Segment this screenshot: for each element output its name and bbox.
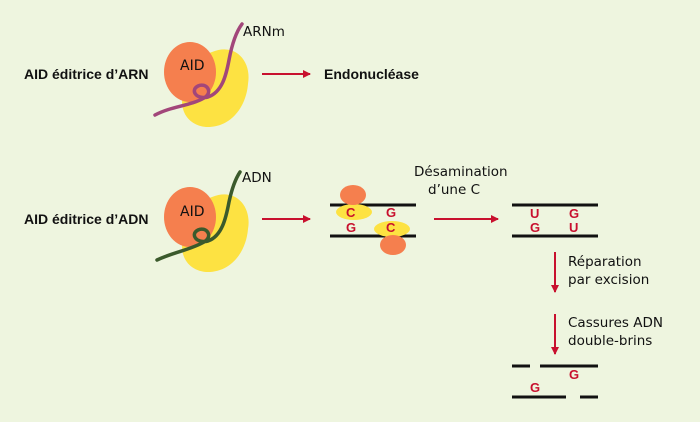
breaks-line2: double-brins <box>568 333 652 349</box>
deamination-line1: Désamination <box>414 164 508 180</box>
dna-duplex-stage1: C G G C <box>330 185 416 255</box>
row-adn-label: AID éditrice d’ADN <box>24 211 148 227</box>
dna-duplex-stage2: U G G U <box>512 203 598 238</box>
breaks-line1: Cassures ADN <box>568 315 663 331</box>
dna-strand <box>155 170 242 262</box>
deamination-line2: d’une C <box>428 182 480 198</box>
base-s2-bottom-1: G <box>530 220 540 235</box>
dna-label: ADN <box>242 170 272 186</box>
row-arn-label: AID éditrice d’ARN <box>24 66 148 82</box>
repair-line2: par excision <box>568 272 649 288</box>
aid-blob-bottom <box>374 221 410 237</box>
mrna-label: ARNm <box>243 24 285 40</box>
aid-blob-top-head <box>340 185 366 205</box>
aid-enzyme-arn: AID <box>164 42 249 128</box>
base-s3-top: G <box>569 367 579 382</box>
aid-label-adn: AID <box>180 204 205 220</box>
base-s1-bottom-1: G <box>346 220 356 235</box>
aid-enzyme-adn: AID <box>164 187 249 273</box>
endonuclease-label: Endonucléase <box>324 66 419 82</box>
base-s2-bottom-2: U <box>569 220 578 235</box>
aid-label-arn: AID <box>180 58 205 74</box>
base-s3-bottom: G <box>530 380 540 395</box>
mrna-strand <box>153 22 244 117</box>
base-s1-bottom-2: C <box>386 220 396 235</box>
base-s2-top-2: G <box>569 206 579 221</box>
aid-blob-top <box>336 204 372 220</box>
base-s1-top-2: G <box>386 205 396 220</box>
repair-line1: Réparation <box>568 254 642 270</box>
base-s1-top-1: C <box>346 205 356 220</box>
dna-duplex-broken: G G <box>512 364 598 399</box>
aid-blob-bottom-head <box>380 235 406 255</box>
base-s2-top-1: U <box>530 206 539 221</box>
